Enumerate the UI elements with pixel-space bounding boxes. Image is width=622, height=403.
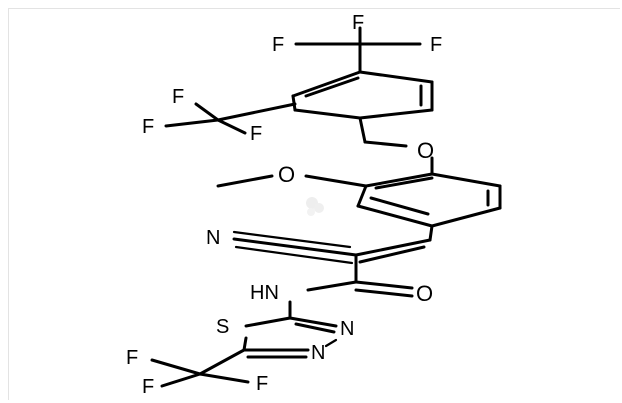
bond [354,288,414,298]
atom-label-fluorine: F [272,34,284,56]
benzene-ring-upper [291,70,434,120]
bond [293,108,362,120]
bond [198,348,246,376]
bond [232,230,352,249]
bond [358,108,434,120]
bond [358,116,367,144]
cf3-group-lower [150,348,250,388]
bond [306,280,358,292]
bond [216,174,274,188]
bond [354,238,432,257]
bond [194,102,220,122]
atom-label-fluorine: F [142,116,154,138]
atom-label-fluorine: F [250,123,262,145]
bond [374,176,434,190]
atom-label-amine: HN [250,282,279,304]
bond [324,338,338,348]
bond [160,372,202,388]
bond [216,102,297,122]
methoxy-group [216,174,368,188]
bond [291,70,362,98]
atom-label-fluorine: F [352,12,364,34]
atom-label-sulfur: S [216,316,229,338]
bond [364,172,434,188]
bond [294,322,336,334]
bond [369,196,430,216]
bond [358,70,434,84]
atom-label-fluorine: F [172,86,184,108]
image-frame [8,8,620,400]
bond [304,174,368,188]
atom-label-oxygen: O [417,138,434,163]
bond [363,140,408,148]
bond [304,76,360,98]
bond [288,316,338,328]
benzyloxy-linker [358,116,434,176]
cyanoacrylamide-chain [232,224,434,298]
atom-label-fluorine: F [256,373,268,395]
cf3-group-middle [164,102,297,135]
bond [242,336,248,352]
bond [356,204,434,228]
bond [234,245,354,265]
atom-label-nitrogen: N [340,318,354,340]
bond [354,280,414,290]
bond [428,224,434,242]
atom-label-fluorine: F [430,34,442,56]
atom-label-oxygen: O [278,162,295,187]
bond [244,316,292,328]
atom-label-nitrogen: N [206,227,220,249]
benzene-ring-lower [356,172,502,228]
bond [430,172,502,188]
atom-label-fluorine: F [142,376,154,398]
bond [232,237,358,257]
bond [198,372,250,384]
bond [164,118,220,128]
bond [430,206,502,228]
bond [216,118,247,135]
atom-label-nitrogen: N [311,342,325,364]
bond [356,184,368,208]
watermark-icon [306,197,324,216]
cf3-group-upper [294,26,422,74]
bond [150,358,202,376]
atom-label-oxygen: O [416,281,433,306]
bond [358,245,426,264]
atom-label-fluorine: F [126,347,138,369]
thiadiazole-ring [242,300,338,359]
